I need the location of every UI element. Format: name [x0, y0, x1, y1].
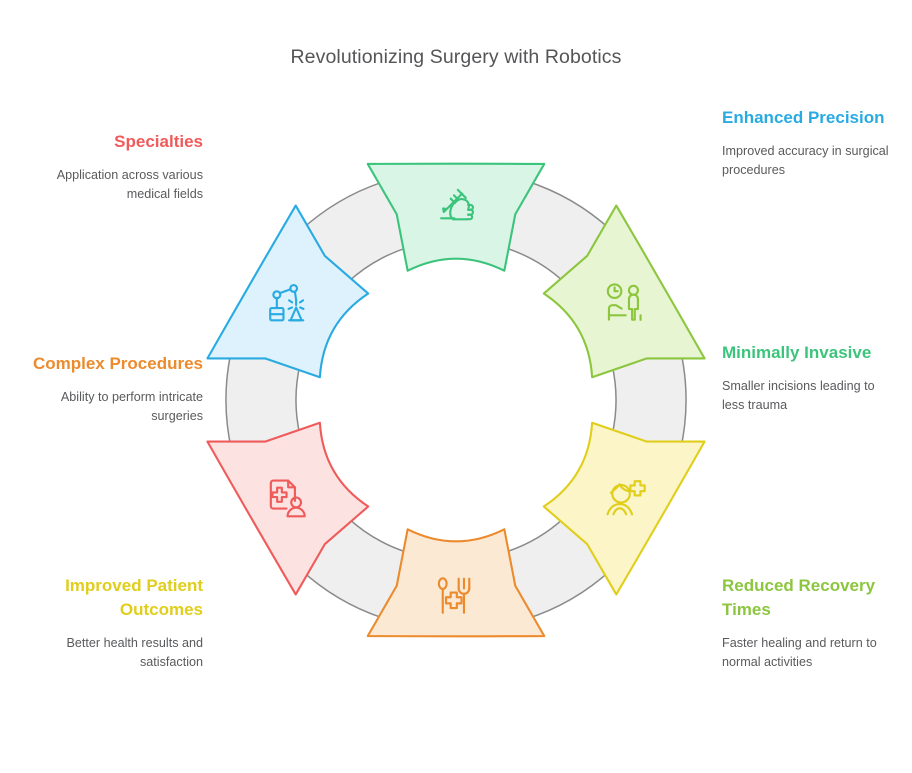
surgical-instruments-icon [437, 577, 471, 614]
hand-syringe-icon [440, 188, 474, 221]
label-specialties[interactable]: Specialties Application across various m… [28, 130, 203, 204]
label-desc-minimally-invasive: Smaller incisions leading to less trauma [722, 379, 875, 413]
label-desc-complex-procedures: Ability to perform intricate surgeries [60, 390, 203, 424]
label-reduced-recovery-times[interactable]: Reduced Recovery Times Faster healing an… [722, 574, 897, 673]
robotic-arm-icon [269, 283, 305, 322]
segment-ribbons-group [206, 162, 706, 638]
label-enhanced-precision[interactable]: Enhanced Precision Improved accuracy in … [722, 106, 897, 180]
label-desc-enhanced-precision: Improved accuracy in surgical procedures [722, 144, 889, 178]
segment-ribbon-enhanced-precision[interactable] [206, 204, 370, 379]
label-title-complex-procedures: Complex Procedures [32, 354, 203, 373]
segment-ribbon-reduced-recovery-times[interactable] [542, 204, 706, 379]
label-improved-patient-outcomes[interactable]: Improved Patient Outcomes Better health … [28, 574, 203, 673]
label-title-reduced-recovery-times: Reduced Recovery Times [722, 576, 876, 620]
label-minimally-invasive[interactable]: Minimally Invasive Smaller incisions lea… [722, 341, 897, 415]
label-title-specialties: Specialties [114, 132, 203, 151]
segment-ribbon-minimally-invasive[interactable] [366, 162, 546, 272]
medical-record-person-icon [269, 479, 306, 518]
label-desc-improved-patient-outcomes: Better health results and satisfaction [66, 636, 203, 670]
label-complex-procedures[interactable]: Complex Procedures Ability to perform in… [28, 352, 203, 426]
label-title-minimally-invasive: Minimally Invasive [722, 343, 872, 362]
page-title: Revolutionizing Surgery with Robotics [290, 46, 622, 68]
segment-ribbon-complex-procedures[interactable] [366, 528, 546, 638]
label-title-improved-patient-outcomes: Improved Patient Outcomes [65, 576, 203, 620]
connector-arcs-group [225, 179, 687, 621]
segment-icons-group [269, 188, 646, 614]
segment-ribbon-improved-patient-outcomes[interactable] [542, 421, 706, 596]
label-title-enhanced-precision: Enhanced Precision [722, 108, 885, 127]
patient-face-cross-icon [606, 480, 646, 516]
label-desc-specialties: Application across various medical field… [56, 168, 203, 202]
label-desc-reduced-recovery-times: Faster healing and return to normal acti… [722, 636, 877, 670]
segment-ribbon-specialties[interactable] [206, 421, 370, 596]
clock-patient-bed-icon [606, 283, 642, 321]
